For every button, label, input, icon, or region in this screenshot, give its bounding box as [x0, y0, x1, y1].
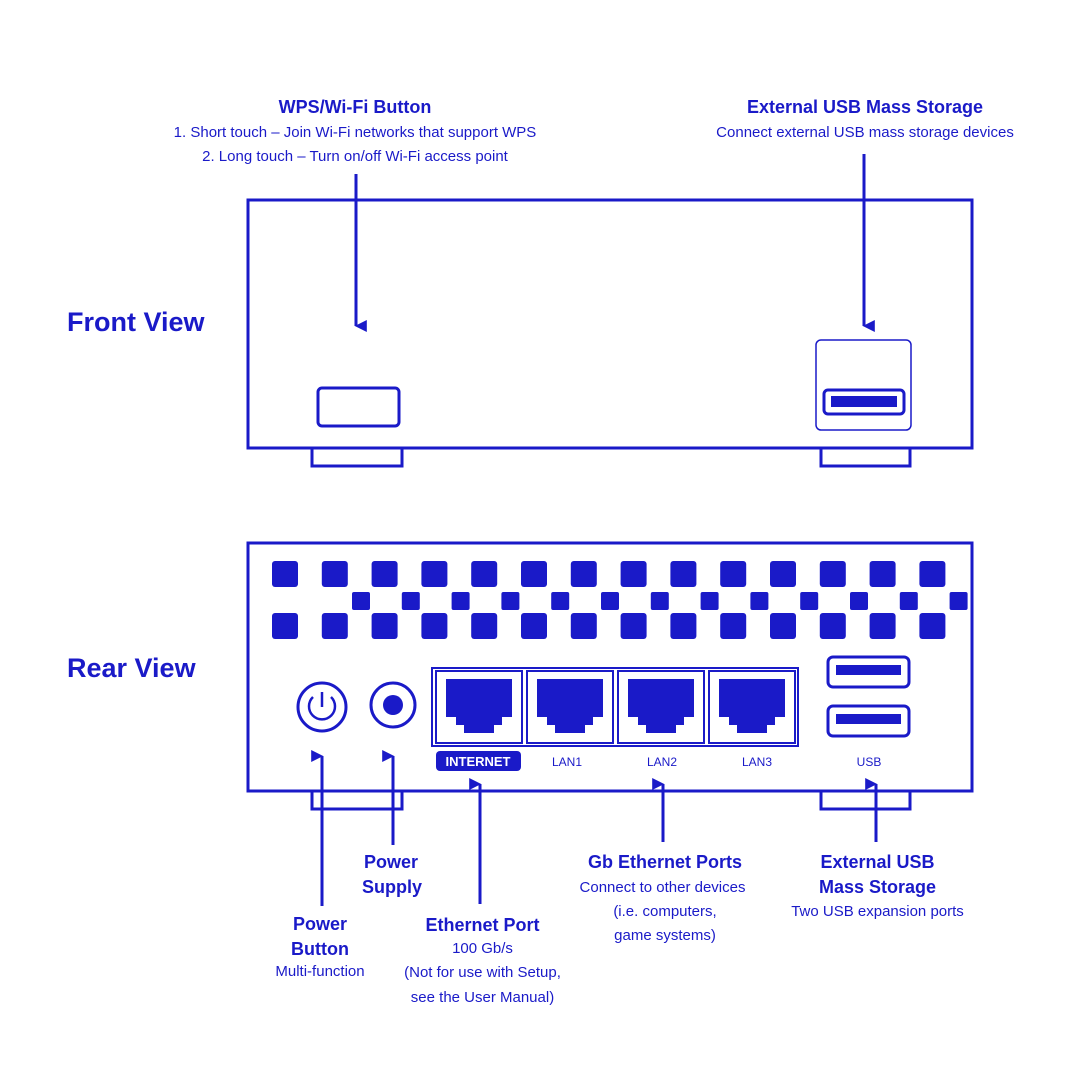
wps-title: WPS/Wi-Fi Button — [278, 97, 432, 117]
front-usb-port — [822, 388, 906, 416]
internet-port — [435, 670, 523, 744]
vent-square — [371, 561, 398, 587]
port-label-internet: INTERNET — [446, 754, 511, 769]
rear-foot-left — [310, 789, 404, 811]
vent-square — [471, 613, 498, 639]
gb-ethernet-title: Gb Ethernet Ports — [587, 852, 743, 872]
lan1-port — [526, 670, 614, 744]
power-supply-label-1: Power — [364, 852, 419, 872]
vent-small-square — [601, 592, 619, 610]
front-chassis — [246, 198, 974, 450]
vent-square — [720, 561, 747, 587]
vent-square — [670, 561, 697, 587]
vent-square — [521, 613, 547, 639]
front-usb-port-inner — [831, 396, 897, 407]
vent-square — [770, 613, 796, 639]
vent-square — [819, 561, 846, 587]
gb-ethernet-line-1: Connect to other devices — [579, 879, 746, 896]
lan3-port — [708, 670, 796, 744]
vent-small-square — [949, 592, 968, 610]
rj45-jack — [628, 679, 694, 733]
vent-square — [620, 561, 647, 587]
front-view-title: Front View — [67, 307, 205, 337]
vent-square — [421, 613, 448, 639]
vent-square — [570, 613, 597, 639]
power-icon — [307, 696, 337, 721]
vent-small-square — [750, 592, 769, 610]
vent-square — [521, 561, 547, 587]
vent-square — [770, 561, 796, 587]
wps-line-2: 2. Long touch – Turn on/off Wi-Fi access… — [202, 148, 508, 165]
vent-small-square — [501, 592, 520, 610]
ethernet-port-note-2: see the User Manual) — [410, 989, 555, 1006]
rear-device: INTERNET LAN1 LAN2 LAN3 USB — [246, 541, 974, 811]
ext-usb-desc: Two USB expansion ports — [791, 903, 964, 920]
vent-square — [869, 613, 896, 639]
rear-foot-right — [819, 789, 912, 811]
vent-square — [570, 561, 597, 587]
port-label-lan3: LAN3 — [742, 755, 772, 769]
gb-ethernet-line-3: game systems) — [614, 927, 716, 944]
vent-small-square — [899, 592, 918, 610]
vent-square — [819, 613, 846, 639]
rear-usb-port-2 — [826, 704, 911, 738]
port-label-usb: USB — [857, 755, 882, 769]
gb-ethernet-line-2: (i.e. computers, — [613, 903, 717, 920]
vent-square — [620, 613, 647, 639]
port-label-lan2: LAN2 — [647, 755, 677, 769]
power-button[interactable] — [296, 681, 348, 733]
rear-usb-port-1 — [826, 655, 911, 689]
port-label-lan1: LAN1 — [552, 755, 582, 769]
vent-small-square — [850, 592, 868, 610]
vent-small-square — [352, 592, 370, 610]
ext-usb-title-2: Mass Storage — [818, 877, 937, 897]
vent-square — [272, 561, 298, 587]
vent-square — [471, 561, 498, 587]
rj45-jack — [719, 679, 785, 733]
rj45-jack — [537, 679, 603, 733]
vent-small-square — [800, 592, 819, 610]
wps-button[interactable] — [316, 386, 401, 428]
front-foot-left — [310, 446, 404, 468]
usb-front-desc: Connect external USB mass storage device… — [716, 124, 1014, 141]
ethernet-port-note-1: (Not for use with Setup, — [404, 964, 561, 981]
usb-front-title: External USB Mass Storage — [746, 97, 984, 117]
front-foot-right — [819, 446, 912, 468]
internet-badge — [436, 751, 521, 771]
vent-square — [919, 613, 946, 639]
vent-grid — [272, 561, 968, 639]
vent-small-square — [451, 592, 470, 610]
ethernet-port-speed: 100 Gb/s — [452, 940, 513, 957]
ethernet-port-title: Ethernet Port — [425, 915, 540, 935]
power-button-label-1: Power — [292, 914, 348, 934]
vent-small-square — [700, 592, 719, 610]
vent-square — [272, 613, 298, 639]
front-usb-panel — [815, 339, 912, 431]
wps-line-1: 1. Short touch – Join Wi-Fi networks tha… — [173, 124, 537, 141]
front-device — [246, 198, 974, 468]
vent-square — [720, 613, 747, 639]
rear-view-title: Rear View — [67, 653, 196, 683]
vent-square — [670, 613, 697, 639]
vent-square — [371, 613, 398, 639]
rj45-jack — [446, 679, 512, 733]
rear-chassis — [246, 541, 974, 793]
vent-square — [321, 613, 348, 639]
vent-square — [869, 561, 896, 587]
vent-small-square — [401, 592, 420, 610]
power-button-label-2: Button — [291, 939, 349, 959]
vent-small-square — [650, 592, 669, 610]
vent-square — [919, 561, 946, 587]
power-supply-jack — [369, 681, 417, 729]
power-button-desc: Multi-function — [275, 963, 365, 980]
vent-square — [421, 561, 448, 587]
vent-small-square — [551, 592, 570, 610]
lan2-port — [617, 670, 705, 744]
ethernet-ports — [431, 667, 799, 747]
ethernet-port-group — [431, 667, 799, 747]
vent-square — [321, 561, 348, 587]
power-supply-label-2: Supply — [362, 877, 423, 897]
ext-usb-title-1: External USB — [820, 852, 935, 872]
